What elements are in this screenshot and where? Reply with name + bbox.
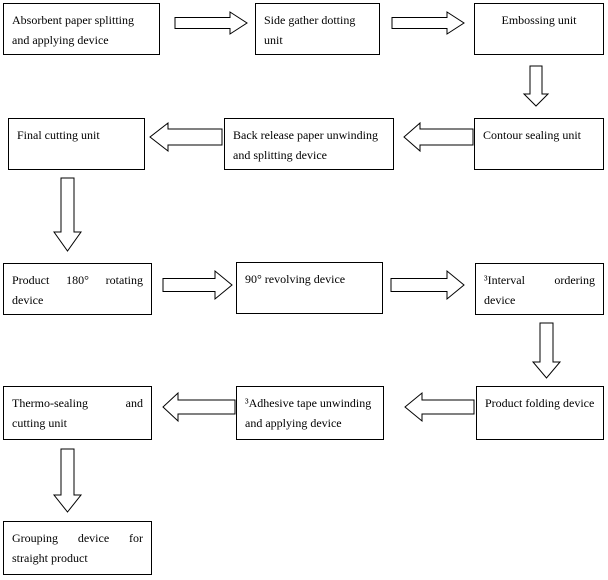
arrow-right	[391, 11, 465, 35]
step-label: Contour sealing unit	[483, 128, 581, 142]
step-box: Contour sealing unit	[474, 118, 604, 170]
step-box: ³Adhesive tape unwinding and applying de…	[236, 386, 384, 440]
arrow-down	[531, 322, 562, 379]
arrow-left	[403, 121, 474, 153]
arrow-right	[390, 269, 465, 301]
arrow-left	[162, 391, 236, 423]
arrow-right	[174, 11, 248, 35]
step-box: Product 180° rotating device	[3, 263, 152, 315]
step-label: Side gather dotting unit	[264, 13, 356, 47]
arrow-left	[149, 121, 223, 153]
step-box: ³Interval ordering device	[475, 263, 604, 315]
step-box: Thermo-sealing and cutting unit	[3, 386, 152, 440]
arrow-down	[522, 65, 550, 107]
step-label: Thermo-sealing and cutting unit	[12, 396, 143, 430]
step-label: 90° revolving device	[245, 272, 346, 286]
step-label: Grouping device for straight product	[12, 531, 143, 565]
step-box: 90° revolving device	[236, 262, 383, 314]
step-label: Product folding device	[485, 396, 595, 410]
arrow-right	[162, 269, 233, 301]
step-label: Back release paper unwinding and splitti…	[233, 128, 378, 162]
step-label: ³Interval ordering device	[484, 273, 595, 307]
step-box: Embossing unit	[474, 3, 604, 55]
step-label: Final cutting unit	[17, 128, 100, 142]
step-label: Embossing unit	[501, 13, 577, 27]
step-label: ³Adhesive tape unwinding and applying de…	[245, 396, 372, 430]
step-box: Back release paper unwinding and splitti…	[224, 118, 394, 170]
step-box: Final cutting unit	[8, 118, 145, 170]
step-box: Side gather dotting unit	[255, 3, 380, 55]
step-label: Absorbent paper splitting and applying d…	[12, 13, 134, 47]
arrow-down	[52, 448, 83, 513]
arrow-down	[53, 177, 82, 252]
step-box: Product folding device	[476, 386, 604, 440]
arrow-left	[404, 391, 475, 423]
step-box: Grouping device for straight product	[3, 521, 152, 575]
step-label: Product 180° rotating device	[12, 273, 143, 307]
step-box: Absorbent paper splitting and applying d…	[3, 3, 160, 55]
